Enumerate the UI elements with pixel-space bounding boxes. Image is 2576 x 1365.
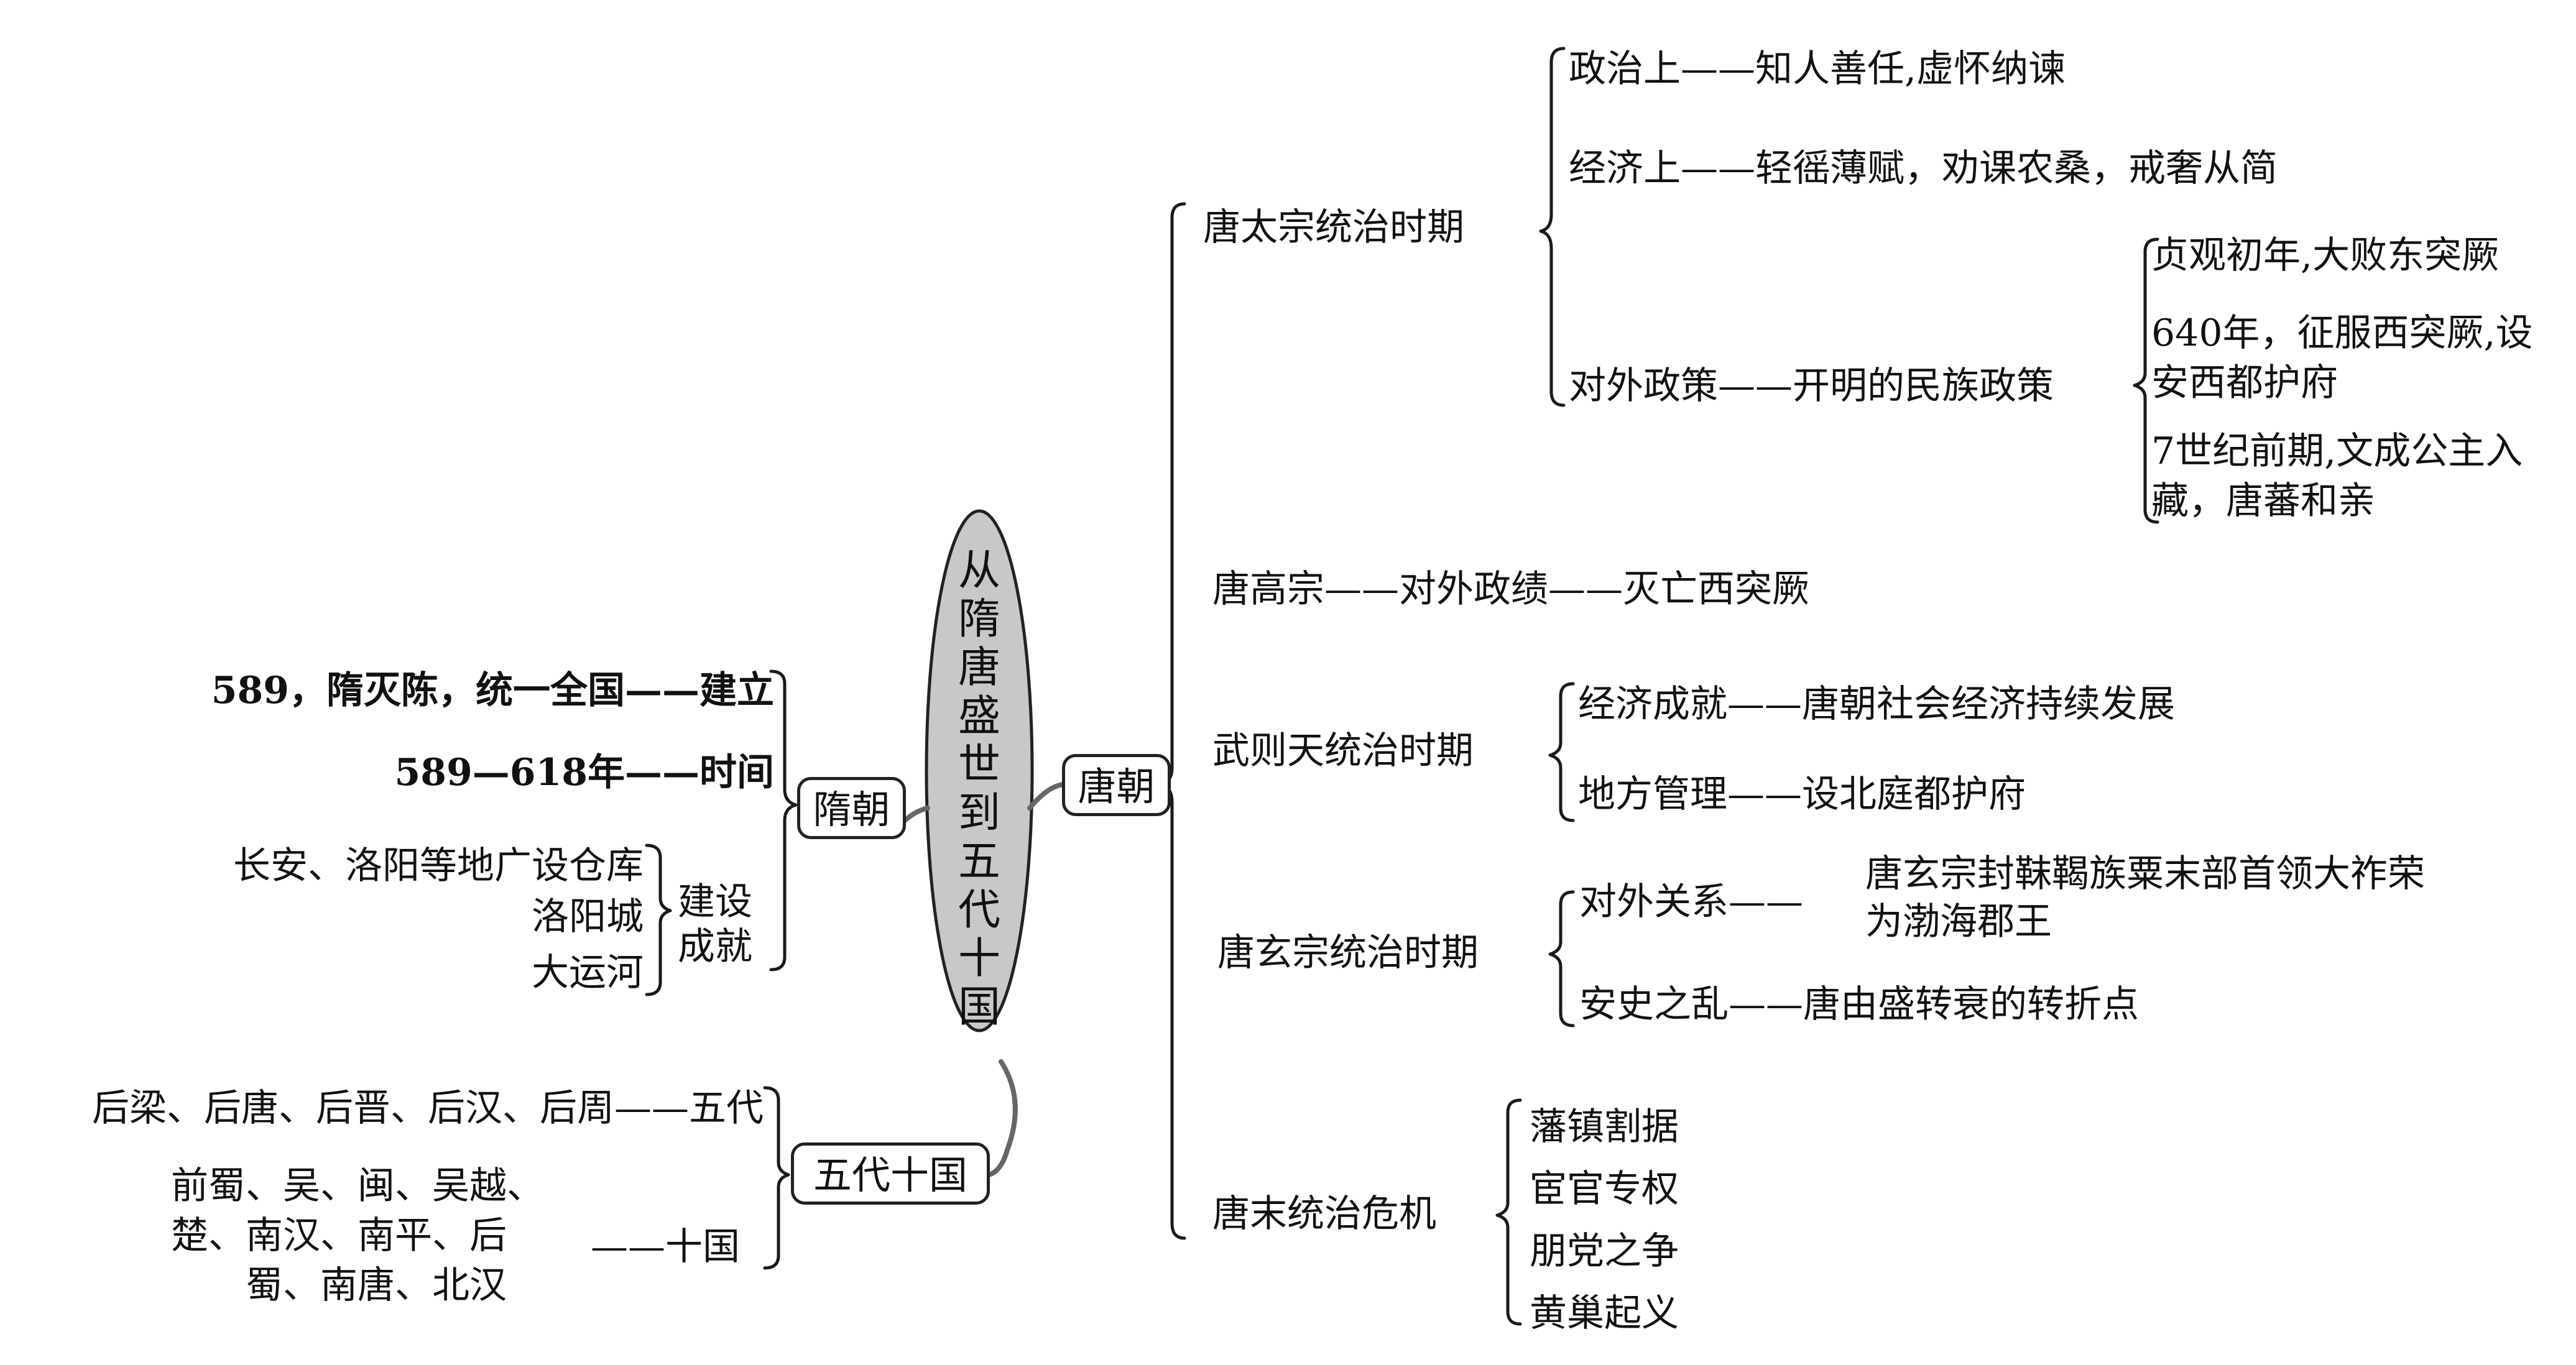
wudai-five: 后梁、后唐、后晋、后汉、后周——五代 [92, 1087, 764, 1130]
wuzetian-brace [1548, 682, 1575, 822]
late-tang-item-1: 藩镇割据 [1530, 1105, 1679, 1149]
late-tang-item-3: 朋党之争 [1530, 1229, 1679, 1273]
late-tang-item-4: 黄巢起义 [1530, 1292, 1679, 1335]
wudai-ten-line-1: 前蜀、吴、闽、吴越、 [171, 1164, 544, 1208]
xuanzong-anshi: 安史之乱——唐由盛转衰的转折点 [1579, 983, 2139, 1026]
wuzetian-local: 地方管理——设北庭都护府 [1578, 773, 2026, 816]
wudai-ten-line-2: 楚、南汉、南平、后 [171, 1214, 507, 1257]
tang-connector [1027, 782, 1066, 811]
sui-brace [769, 669, 798, 972]
taizong-brace [1539, 47, 1566, 407]
late-tang-label: 唐末统治危机 [1212, 1192, 1436, 1236]
center-title: 从隋唐盛世到五代十国 [958, 546, 1000, 1032]
sui-founding: 589，隋灭陈，统一全国——建立 [211, 669, 774, 712]
sui-achievement-luoyang: 洛阳城 [532, 895, 644, 939]
xuanzong-label: 唐玄宗统治时期 [1217, 931, 1479, 975]
sui-time: 589—618年——时间 [394, 751, 775, 794]
xuanzong-foreign: 对外关系—— [1579, 880, 1803, 924]
wudai-ten-suffix: ——十国 [591, 1225, 740, 1269]
tang-node[interactable]: 唐朝 [1062, 754, 1171, 816]
taizong-foreign: 对外政策——开明的民族政策 [1569, 364, 2054, 408]
sui-achievements-label: 建设成就 [678, 880, 752, 968]
foreign-item-2a: 640年，征服西突厥,设 [2151, 311, 2533, 355]
gaozong: 唐高宗——对外政绩——灭亡西突厥 [1212, 568, 1809, 611]
wudai-node[interactable]: 五代十国 [791, 1142, 990, 1205]
wudai-brace [763, 1086, 790, 1270]
late-tang-item-2: 宦官专权 [1530, 1167, 1679, 1211]
wudai-connector [986, 1059, 1018, 1177]
sui-achievement-canal: 大运河 [532, 951, 644, 995]
foreign-brace [2133, 237, 2159, 524]
xuanzong-foreign-detail-1: 唐玄宗封靺鞨族粟末部首领大祚荣 [1865, 852, 2425, 896]
foreign-item-3b: 藏，唐蕃和亲 [2151, 479, 2375, 523]
taizong-economy: 经济上——轻徭薄赋，劝课农桑，戒奢从简 [1569, 147, 2278, 190]
wudai-ten-line-3: 蜀、南唐、北汉 [246, 1264, 507, 1307]
xuanzong-foreign-detail-2: 为渤海郡王 [1865, 900, 2052, 944]
foreign-item-3a: 7世纪前期,文成公主入 [2151, 430, 2523, 473]
tang-brace [1155, 202, 1186, 1240]
taizong-label: 唐太宗统治时期 [1203, 206, 1464, 249]
wuzetian-label: 武则天统治时期 [1212, 729, 1474, 773]
taizong-politics: 政治上——知人善任,虚怀纳谏 [1569, 47, 2066, 91]
wuzetian-economy: 经济成就——唐朝社会经济持续发展 [1578, 682, 2175, 726]
foreign-item-2b: 安西都护府 [2151, 361, 2338, 405]
achievements-brace [645, 843, 672, 996]
xuanzong-brace [1548, 890, 1575, 1027]
sui-node[interactable]: 隋朝 [797, 777, 906, 839]
foreign-item-1: 贞观初年,大败东突厥 [2151, 234, 2500, 277]
center-ellipse [925, 509, 1034, 1032]
sui-achievement-granaries: 长安、洛阳等地广设仓库 [233, 844, 644, 888]
late-tang-brace [1495, 1098, 1522, 1326]
